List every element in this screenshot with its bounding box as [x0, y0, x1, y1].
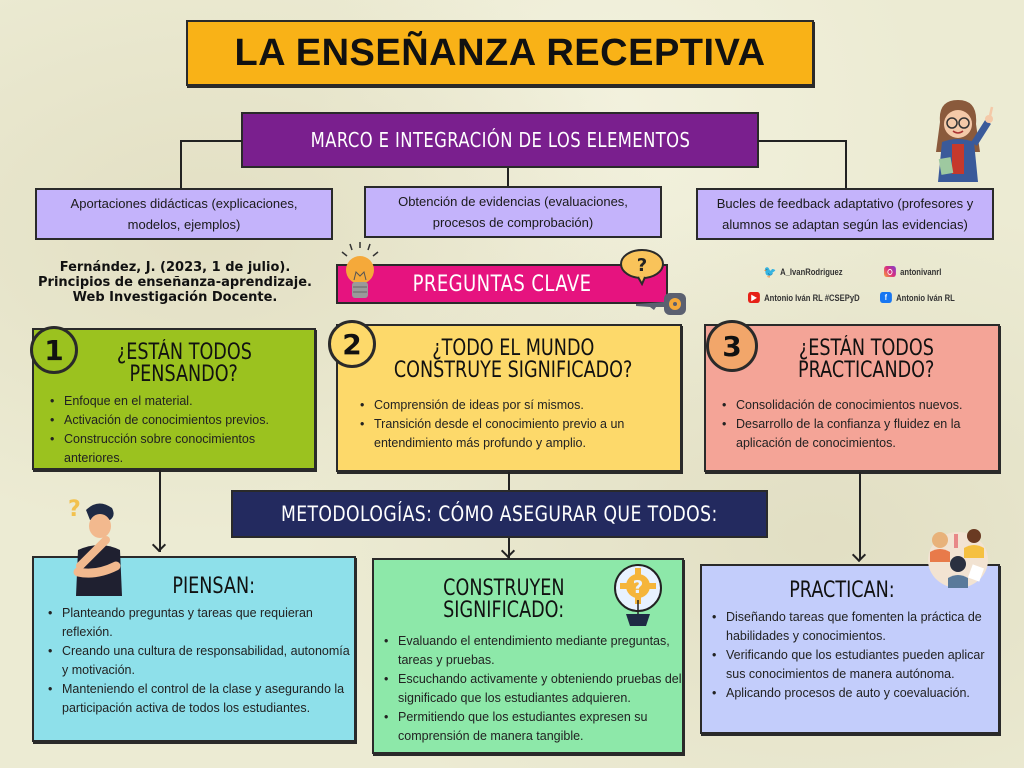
- key-questions-banner: PREGUNTAS CLAVE: [336, 264, 668, 304]
- citation-line: Principios de enseñanza-aprendizaje.: [38, 275, 312, 290]
- bullet-item: Consolidación de conocimientos nuevos.: [720, 396, 996, 415]
- connector-line: [159, 470, 161, 552]
- connector-line: [180, 140, 182, 190]
- bullet-item: Desarrollo de la confianza y fluidez en …: [720, 415, 996, 453]
- instagram-handle: antonivanrl: [900, 266, 942, 277]
- svg-text:?: ?: [68, 497, 81, 522]
- bullet-item: Transición desde el conocimiento previo …: [358, 415, 668, 453]
- method-title: PIENSAN:: [172, 574, 256, 599]
- method-title: PRACTICAN:: [789, 578, 895, 603]
- arrow-down-icon: [151, 537, 167, 553]
- bullet-item: Escuchando activamente y obteniendo prue…: [382, 670, 682, 708]
- youtube-handle: Antonio Iván RL #CSEPyD: [764, 292, 860, 303]
- number-badge-2: 2: [328, 320, 376, 368]
- bullet-item: Creando una cultura de responsabilidad, …: [46, 642, 352, 680]
- bullet-item: Construcción sobre conocimientos anterio…: [48, 430, 310, 468]
- method-card-practice: PRACTICAN: Diseñando tareas que fomenten…: [700, 564, 1000, 734]
- element-text: Aportaciones didácticas (explicaciones, …: [70, 196, 298, 232]
- bullet-item: Aplicando procesos de auto y coevaluació…: [710, 684, 1000, 703]
- question-bullets: Enfoque en el material. Activación de co…: [48, 392, 310, 468]
- citation-line: Web Investigación Docente.: [72, 290, 278, 305]
- bullet-item: Verificando que los estudiantes pueden a…: [710, 646, 1000, 684]
- question-title: ¿TODO EL MUNDO CONSTRUYE SIGNIFICADO?: [393, 336, 633, 383]
- gear-lightbulb-icon: ?: [612, 562, 664, 632]
- svg-text:?: ?: [637, 255, 647, 276]
- facebook-handle: Antonio Iván RL: [896, 292, 955, 303]
- twitter-link[interactable]: 🐦 A_IvanRodriguez: [763, 264, 843, 279]
- framework-banner: MARCO E INTEGRACIÓN DE LOS ELEMENTOS: [241, 112, 759, 168]
- key-icon: [634, 290, 688, 318]
- facebook-icon: f: [880, 292, 892, 303]
- bullet-item: Comprensión de ideas por sí mismos.: [358, 396, 668, 415]
- number-badge-1: 1: [30, 326, 78, 374]
- connector-line: [508, 472, 510, 490]
- method-title: CONSTRUYEN SIGNIFICADO:: [443, 576, 565, 623]
- key-questions-heading: PREGUNTAS CLAVE: [412, 271, 592, 297]
- connector-line: [859, 472, 861, 560]
- facebook-link[interactable]: f Antonio Iván RL: [880, 292, 955, 303]
- question-card-meaning: ¿TODO EL MUNDO CONSTRUYE SIGNIFICADO? Co…: [336, 324, 682, 472]
- twitter-handle: A_IvanRodriguez: [780, 266, 843, 277]
- question-bubble-icon: ?: [618, 248, 666, 287]
- connector-line: [758, 140, 846, 142]
- method-bullets: Diseñando tareas que fomenten la práctic…: [710, 608, 1000, 703]
- framework-element-feedback: Bucles de feedback adaptativo (profesore…: [696, 188, 994, 240]
- bullet-item: Permitiendo que los estudiantes expresen…: [382, 708, 682, 746]
- method-bullets: Evaluando el entendimiento mediante preg…: [382, 632, 682, 746]
- arrow-down-icon: [500, 543, 516, 559]
- citation: Fernández, J. (2023, 1 de julio). Princi…: [20, 260, 330, 305]
- connector-line: [180, 140, 242, 142]
- citation-line: Fernández, J. (2023, 1 de julio).: [59, 260, 291, 275]
- social-links: 🐦 A_IvanRodriguez antonivanrl ▶ Antonio …: [748, 264, 980, 310]
- youtube-link[interactable]: ▶ Antonio Iván RL #CSEPyD: [748, 292, 860, 303]
- bullet-item: Diseñando tareas que fomenten la práctic…: [710, 608, 1000, 646]
- students-practicing-icon: [922, 522, 992, 592]
- number-badge-3: 3: [706, 320, 758, 372]
- framework-element-evidence: Obtención de evidencias (evaluaciones, p…: [364, 186, 662, 238]
- connector-line: [507, 168, 509, 188]
- question-bullets: Consolidación de conocimientos nuevos. D…: [720, 396, 996, 453]
- question-card-thinking: ¿ESTÁN TODOS PENSANDO? Enfoque en el mat…: [32, 328, 316, 470]
- title-banner: LA ENSEÑANZA RECEPTIVA: [186, 20, 814, 86]
- methodologies-heading: METODOLOGÍAS: CÓMO ASEGURAR QUE TODOS:: [281, 502, 718, 526]
- method-bullets: Planteando preguntas y tareas que requie…: [46, 604, 352, 718]
- connector-line: [845, 140, 847, 190]
- bullet-item: Enfoque en el material.: [48, 392, 310, 411]
- element-text: Bucles de feedback adaptativo (profesore…: [716, 196, 974, 232]
- instagram-link[interactable]: antonivanrl: [884, 266, 941, 277]
- svg-text:?: ?: [633, 577, 643, 598]
- page-title: LA ENSEÑANZA RECEPTIVA: [234, 31, 766, 74]
- twitter-icon: 🐦: [763, 264, 777, 279]
- framework-element-contributions: Aportaciones didácticas (explicaciones, …: [35, 188, 333, 240]
- question-title: ¿ESTÁN TODOS PENSANDO?: [116, 340, 252, 387]
- bullet-item: Activación de conocimientos previos.: [48, 411, 310, 430]
- method-card-meaning: CONSTRUYEN SIGNIFICADO: Evaluando el ent…: [372, 558, 684, 754]
- arrow-down-icon: [851, 547, 867, 563]
- lightbulb-icon: [338, 240, 382, 304]
- question-title: ¿ESTÁN TODOS PRACTICANDO?: [797, 336, 935, 383]
- element-text: Obtención de evidencias (evaluaciones, p…: [398, 194, 628, 230]
- youtube-icon: ▶: [748, 292, 760, 303]
- connector-line: [508, 538, 510, 558]
- teacher-illustration-icon: [920, 92, 1000, 184]
- bullet-item: Evaluando el entendimiento mediante preg…: [382, 632, 682, 670]
- framework-heading: MARCO E INTEGRACIÓN DE LOS ELEMENTOS: [310, 128, 690, 152]
- bullet-item: Planteando preguntas y tareas que requie…: [46, 604, 352, 642]
- methodologies-banner: METODOLOGÍAS: CÓMO ASEGURAR QUE TODOS:: [231, 490, 768, 538]
- question-bullets: Comprensión de ideas por sí mismos. Tran…: [358, 396, 668, 453]
- thinking-person-icon: ?: [60, 496, 130, 596]
- bullet-item: Manteniendo el control de la clase y ase…: [46, 680, 352, 718]
- instagram-icon: [884, 266, 896, 277]
